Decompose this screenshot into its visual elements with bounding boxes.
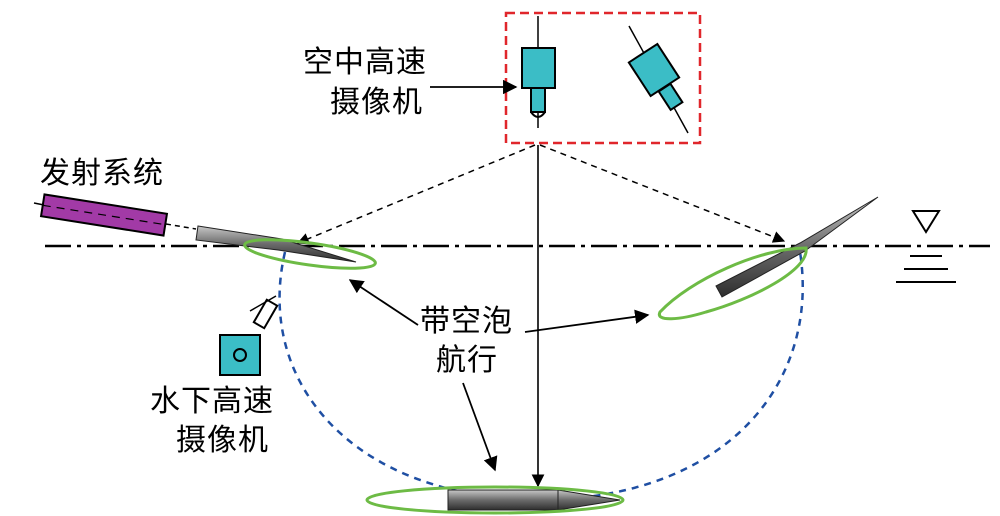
- cavity-nav-label-line1: 带空泡: [420, 304, 513, 339]
- water-level-icon: [896, 210, 956, 283]
- air-camera-label-line1: 空中高速: [303, 45, 427, 80]
- air-camera-tilted: [627, 25, 689, 134]
- cavity-bottom: [365, 485, 625, 515]
- launch-system-label: 发射系统: [40, 156, 164, 191]
- underwater-trajectory: [278, 251, 804, 502]
- cavity-nav-arrows: [348, 279, 650, 472]
- projectile-bottom: [365, 485, 625, 515]
- sight-line-right: [539, 144, 786, 243]
- projectile-exit: [657, 196, 879, 321]
- air-camera-vertical: [521, 16, 556, 128]
- cavity-exit: [657, 246, 808, 321]
- cavity-nav-label-line2: 航行: [436, 343, 498, 378]
- underwater-camera-label-line2: 摄像机: [176, 423, 269, 458]
- launcher: [33, 193, 197, 237]
- underwater-camera-label-line1: 水下高速: [150, 384, 274, 419]
- underwater-camera: [219, 295, 279, 376]
- air-camera-label-line2: 摄像机: [330, 85, 423, 120]
- sight-line-left: [296, 144, 536, 245]
- projectile-entry: [195, 225, 377, 270]
- cavity-entry: [243, 238, 377, 270]
- air-camera-box: [504, 11, 702, 145]
